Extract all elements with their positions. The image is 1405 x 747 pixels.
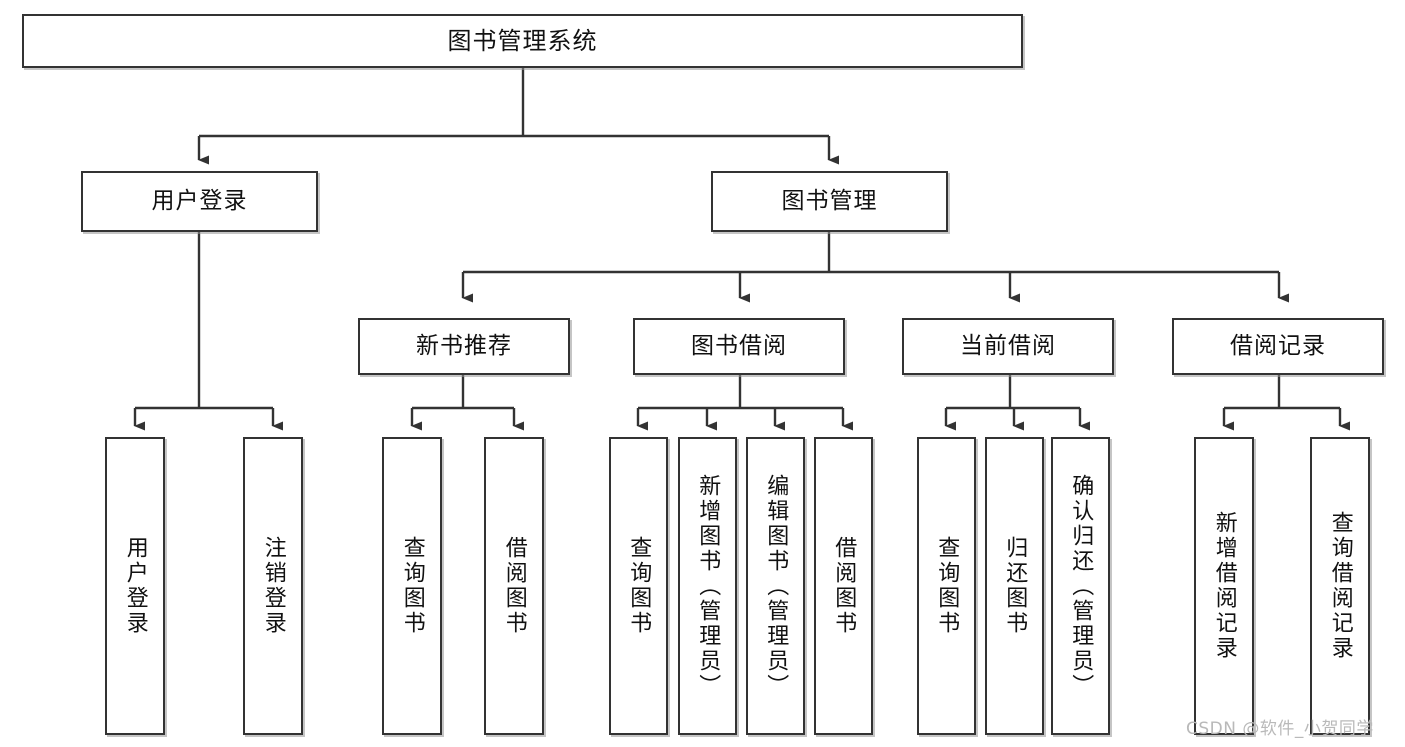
node-label: 图书借阅: [691, 332, 787, 359]
node-label: 查询借阅记录: [1327, 511, 1353, 661]
node-label: 查询图书: [934, 536, 960, 636]
leaf-borrow-book-recommend[interactable]: 借阅图书: [484, 437, 544, 735]
node-label: 归还图书: [1002, 536, 1028, 636]
node-label: 用户登录: [151, 187, 248, 214]
node-label: 当前借阅: [960, 332, 1056, 359]
node-borrow-record[interactable]: 借阅记录: [1172, 318, 1384, 375]
leaf-return-book[interactable]: 归还图书: [985, 437, 1044, 735]
node-label: 图书管理: [781, 187, 878, 214]
leaf-query-borrow-record[interactable]: 查询借阅记录: [1310, 437, 1370, 735]
node-label: 新增借阅记录: [1211, 511, 1237, 661]
leaf-add-book-admin[interactable]: 新增图书（管理员）: [678, 437, 737, 735]
node-label: 图书管理系统: [447, 26, 598, 55]
node-label: 借阅图书: [831, 536, 857, 636]
leaf-edit-book-admin[interactable]: 编辑图书（管理员）: [746, 437, 805, 735]
node-label: 注销登录: [260, 536, 286, 636]
leaf-confirm-return-admin[interactable]: 确认归还（管理员）: [1051, 437, 1110, 735]
node-label: 查询图书: [399, 536, 425, 636]
node-label: 新书推荐: [416, 332, 512, 359]
leaf-user-login[interactable]: 用户登录: [105, 437, 165, 735]
leaf-query-book-borrow[interactable]: 查询图书: [609, 437, 668, 735]
node-book-borrow[interactable]: 图书借阅: [633, 318, 845, 375]
leaf-logout[interactable]: 注销登录: [243, 437, 303, 735]
leaf-borrow-book[interactable]: 借阅图书: [814, 437, 873, 735]
node-label: 查询图书: [626, 536, 652, 636]
node-label: 编辑图书（管理员）: [763, 473, 789, 699]
leaf-query-book-current[interactable]: 查询图书: [917, 437, 976, 735]
node-user-login[interactable]: 用户登录: [81, 171, 318, 232]
leaf-add-borrow-record[interactable]: 新增借阅记录: [1194, 437, 1254, 735]
node-label: 借阅记录: [1230, 332, 1326, 359]
node-label: 借阅图书: [501, 536, 527, 636]
node-root-book-management-system[interactable]: 图书管理系统: [22, 14, 1023, 68]
node-current-borrow[interactable]: 当前借阅: [902, 318, 1114, 375]
node-label: 新增图书（管理员）: [695, 473, 721, 699]
node-book-management[interactable]: 图书管理: [711, 171, 948, 232]
leaf-query-book-recommend[interactable]: 查询图书: [382, 437, 442, 735]
node-label: 确认归还（管理员）: [1068, 473, 1094, 699]
node-new-book-recommend[interactable]: 新书推荐: [358, 318, 570, 375]
node-label: 用户登录: [122, 536, 148, 636]
